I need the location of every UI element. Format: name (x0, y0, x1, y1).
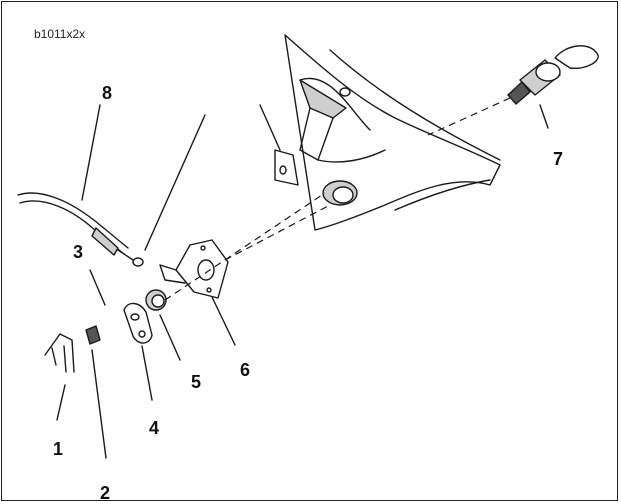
bracket-part-6 (159, 239, 236, 346)
callout-4: 4 (149, 418, 160, 438)
callout-1: 1 (53, 439, 64, 459)
figure-reference-code: b1011x2x (34, 27, 86, 41)
callout-2: 2 (100, 483, 111, 503)
assembly-axis-bracket (224, 204, 331, 261)
callout-5: 5 (191, 372, 202, 392)
washer-part-3 (89, 269, 106, 306)
screw-part-2 (85, 325, 107, 459)
assembly-axis-lock (427, 97, 511, 136)
lever-part-4 (123, 302, 153, 401)
cable-part-8 (17, 104, 206, 267)
callout-7: 7 (553, 149, 564, 169)
callout-8: 8 (102, 83, 113, 103)
callout-3: 3 (73, 242, 84, 262)
clip-part-1 (44, 333, 75, 421)
callout-6: 6 (240, 360, 251, 380)
lock-barrel-part-7 (507, 45, 599, 129)
fairing-panel (259, 34, 501, 231)
bushing-part-5 (145, 289, 181, 361)
assembly-axis-bushing (164, 192, 326, 301)
